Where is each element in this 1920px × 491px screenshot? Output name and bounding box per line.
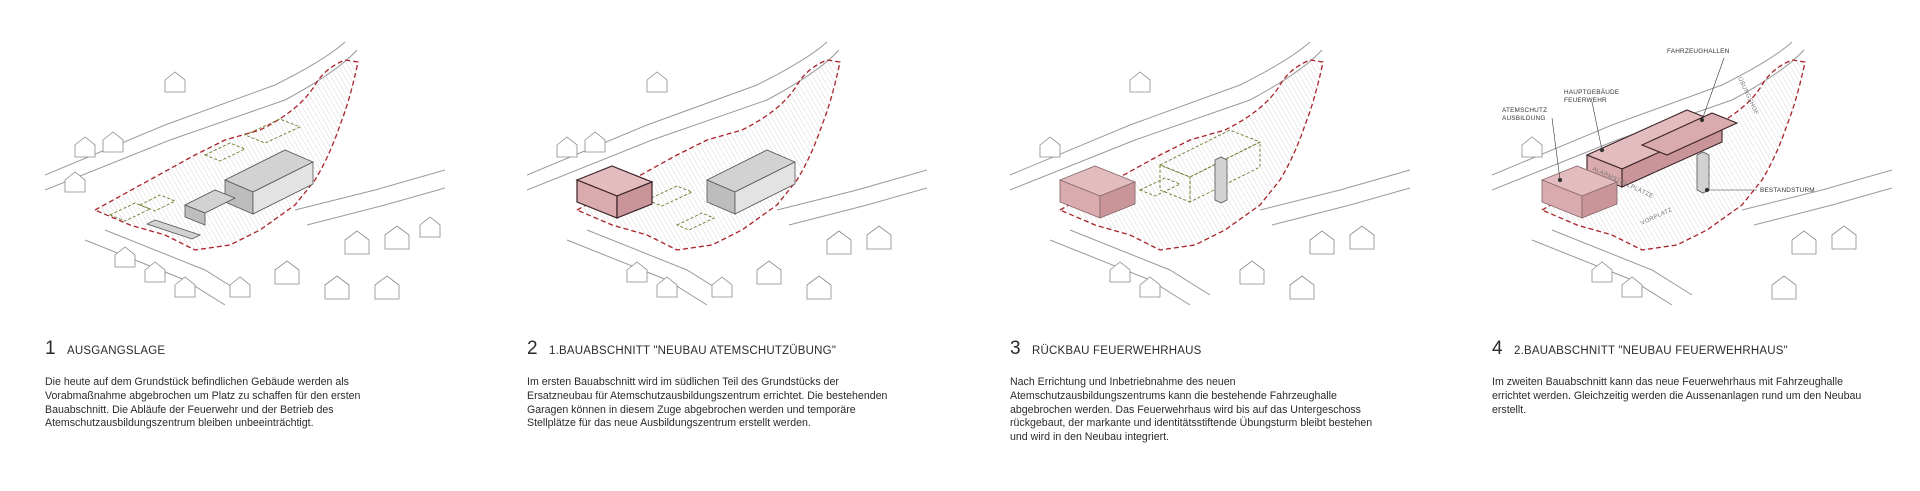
- step-caption-3: 3 RÜCKBAU FEUERWEHRHAUS Nach Errichtung …: [1010, 338, 1410, 445]
- callout-hauptgebaeude-line-1: HAUPTGEBÄUDE: [1564, 88, 1619, 96]
- site-area: [575, 59, 841, 251]
- step-panel-2: 2 1.BAUABSCHNITT "NEUBAU ATEMSCHUTZÜBUNG…: [527, 0, 927, 491]
- step-number-4: 4: [1492, 338, 1503, 359]
- step-heading-4: 4 2.BAUABSCHNITT "NEUBAU FEUERWEHRHAUS": [1492, 338, 1892, 360]
- callout-lines: [1551, 57, 1757, 193]
- step-title-2: 1.BAUABSCHNITT "NEUBAU ATEMSCHUTZÜBUNG": [549, 345, 837, 357]
- step-title-4: 2.BAUABSCHNITT "NEUBAU FEUERWEHRHAUS": [1514, 345, 1788, 357]
- new-atemschutz-building: [1058, 165, 1137, 219]
- step-description-3: Nach Errichtung und Inbetriebnahme des n…: [1010, 376, 1373, 444]
- callout-atemschutz-line-2: AUSBILDUNG: [1502, 115, 1546, 122]
- site-area: [93, 59, 359, 251]
- callout-hauptgebaeude-line-2: FEUERWEHR: [1564, 97, 1607, 104]
- step-number-1: 1: [45, 338, 56, 359]
- new-atemschutz-building: [1540, 165, 1619, 219]
- existing-buildings: [145, 149, 314, 240]
- demolish-outlines: [1138, 129, 1262, 203]
- step-panel-1: 1 AUSGANGSLAGE Die heute auf dem Grundst…: [45, 0, 445, 491]
- step-heading-1: 1 AUSGANGSLAGE: [45, 338, 445, 360]
- demolish-outlines: [108, 118, 302, 222]
- step-panel-3: 3 RÜCKBAU FEUERWEHRHAUS Nach Errichtung …: [1010, 0, 1410, 491]
- step-title-1: AUSGANGSLAGE: [67, 345, 166, 357]
- step-description-1: Die heute auf dem Grundstück befindliche…: [45, 376, 361, 430]
- existing-buildings: [706, 149, 796, 215]
- streets: [1010, 41, 1410, 306]
- new-atemschutz-building: [575, 165, 654, 219]
- step-caption-4: 4 2.BAUABSCHNITT "NEUBAU FEUERWEHRHAUS" …: [1492, 338, 1892, 417]
- step-heading-3: 3 RÜCKBAU FEUERWEHRHAUS: [1010, 338, 1410, 360]
- step-number-2: 2: [527, 338, 538, 359]
- site-diagram-4: FAHRZEUGHALLEN HAUPTGEBÄUDE FEUERWEHR AT…: [1492, 41, 1892, 306]
- callout-atemschutz-line-1: ATEMSCHUTZ: [1502, 107, 1547, 114]
- step-title-3: RÜCKBAU FEUERWEHRHAUS: [1032, 345, 1202, 357]
- step-description-4: Im zweiten Bauabschnitt kann das neue Fe…: [1492, 376, 1862, 416]
- step-description-2: Im ersten Bauabschnitt wird im südlichen…: [527, 376, 888, 430]
- neighbor-houses: [1039, 71, 1375, 300]
- neighbor-houses: [556, 71, 892, 300]
- step-panel-4: FAHRZEUGHALLEN HAUPTGEBÄUDE FEUERWEHR AT…: [1492, 0, 1892, 491]
- site-diagram-2: [527, 41, 927, 306]
- step-number-3: 3: [1010, 338, 1021, 359]
- new-fire-station: [1585, 109, 1739, 188]
- neighbor-houses: [64, 71, 441, 300]
- callout-hauptgebaeude: HAUPTGEBÄUDE FEUERWEHR: [1564, 88, 1621, 104]
- site-diagram-1: [45, 41, 445, 306]
- site-diagram-3: [1010, 41, 1410, 306]
- site-area: [1058, 59, 1324, 251]
- existing-tower: [1696, 151, 1710, 194]
- existing-tower: [1214, 156, 1228, 204]
- demolish-outlines: [645, 185, 716, 231]
- callout-fahrzeughallen: FAHRZEUGHALLEN: [1667, 48, 1730, 55]
- callout-atemschutz: ATEMSCHUTZ AUSBILDUNG: [1502, 107, 1549, 122]
- step-caption-1: 1 AUSGANGSLAGE Die heute auf dem Grundst…: [45, 338, 445, 431]
- step-caption-2: 2 1.BAUABSCHNITT "NEUBAU ATEMSCHUTZÜBUNG…: [527, 338, 927, 431]
- callout-bestandsturm: BESTANDSTURM: [1760, 187, 1815, 194]
- step-heading-2: 2 1.BAUABSCHNITT "NEUBAU ATEMSCHUTZÜBUNG…: [527, 338, 927, 360]
- neighbor-houses: [1521, 136, 1857, 300]
